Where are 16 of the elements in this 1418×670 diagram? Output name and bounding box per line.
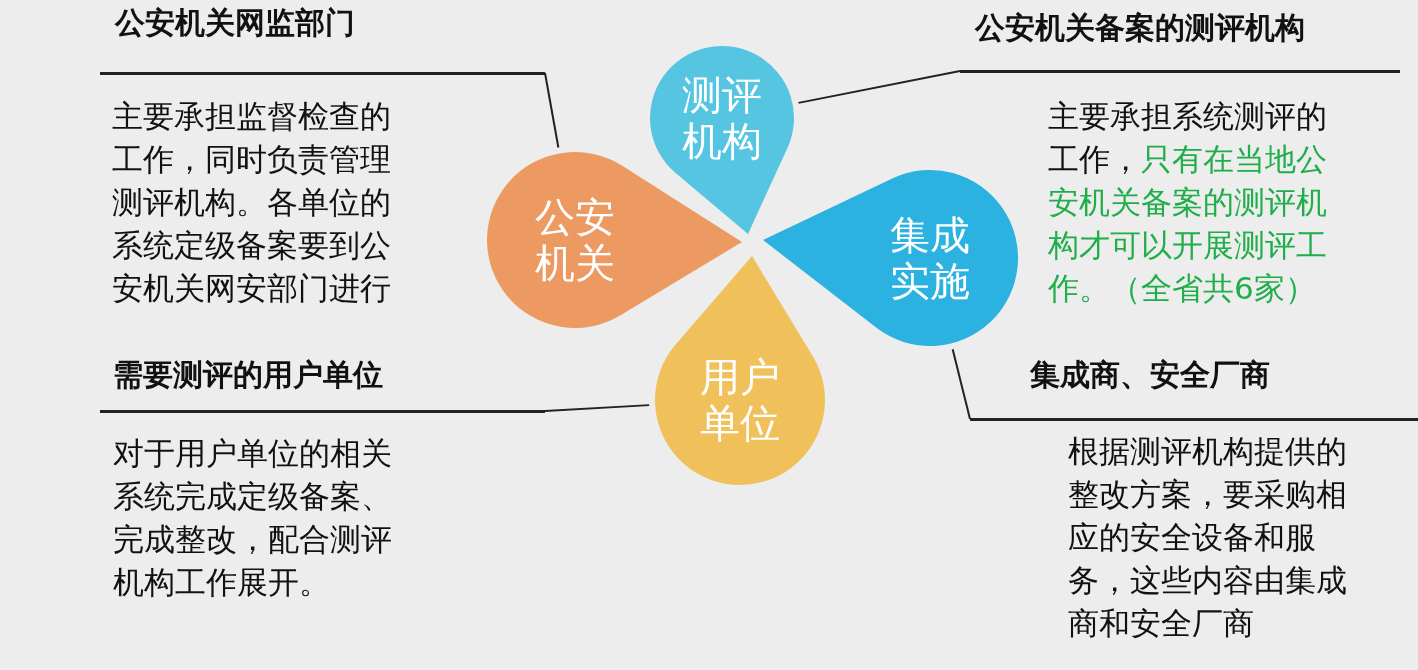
heading: 集成商、安全厂商 [1030, 356, 1270, 394]
petal-label: 用户单位 [699, 354, 781, 446]
description-text: 主要承担系统测评的工作，只有在当地公安机关备案的测评机构才可以开展测评工作。（全省共6家） [1048, 97, 1328, 308]
leader-line [544, 404, 651, 412]
petal-label: 公安机关 [534, 194, 616, 286]
leader-line [544, 72, 560, 149]
heading: 公安机关网监部门 [115, 4, 355, 42]
heading: 需要测评的用户单位 [113, 356, 383, 394]
petal-label: 测评机构 [681, 72, 763, 164]
description-text: 对于用户单位的相关系统完成定级备案、完成整改，配合测评机构工作展开。 [113, 434, 393, 602]
leader-line [797, 70, 961, 104]
description-text: 主要承担监督检查的工作，同时负责管理测评机构。各单位的系统定级备案要到公安机关网安部门进行 [112, 97, 392, 308]
description-text: 根据测评机构提供的整改方案，要采购相应的安全设备和服务，这些内容由集成商和安全厂商 [1068, 432, 1348, 643]
heading: 公安机关备案的测评机构 [975, 9, 1305, 47]
petal-label: 集成实施 [889, 212, 971, 304]
leader-line [951, 348, 971, 420]
